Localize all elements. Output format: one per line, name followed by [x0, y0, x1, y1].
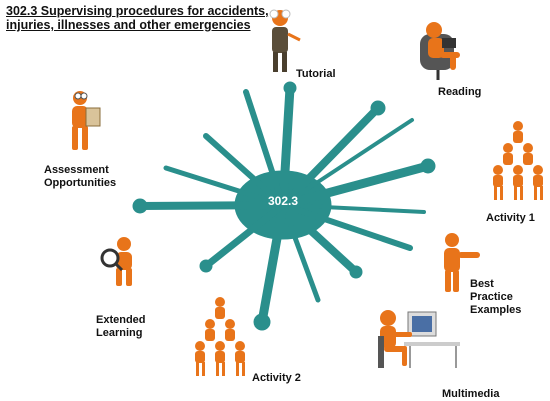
node-label: Extended Learning: [96, 314, 146, 339]
reading-figure-icon: [420, 22, 460, 80]
node-label: Multimedia: [442, 388, 500, 400]
page-title: 302.3 Supervising procedures for acciden…: [6, 4, 269, 32]
clipboard-figure-icon: [72, 91, 101, 150]
presenter-figure-icon: [444, 233, 480, 292]
node-label: Assessment Opportunities: [44, 164, 117, 189]
computer-user-icon: [378, 310, 460, 368]
node-label: Tutorial: [296, 68, 336, 80]
teacher-figure-icon: [269, 9, 301, 72]
node-label: Activity 2: [252, 372, 301, 384]
node-label: Activity 1: [486, 212, 535, 224]
magnifier-figure-icon: [100, 237, 132, 286]
pyramid-team-icon: [195, 297, 245, 376]
node-label: Best Practice Examples: [470, 278, 522, 316]
center-topic-label: 302.3: [267, 194, 299, 208]
pyramid-team-icon: [493, 121, 543, 200]
node-label: Reading: [438, 86, 482, 98]
